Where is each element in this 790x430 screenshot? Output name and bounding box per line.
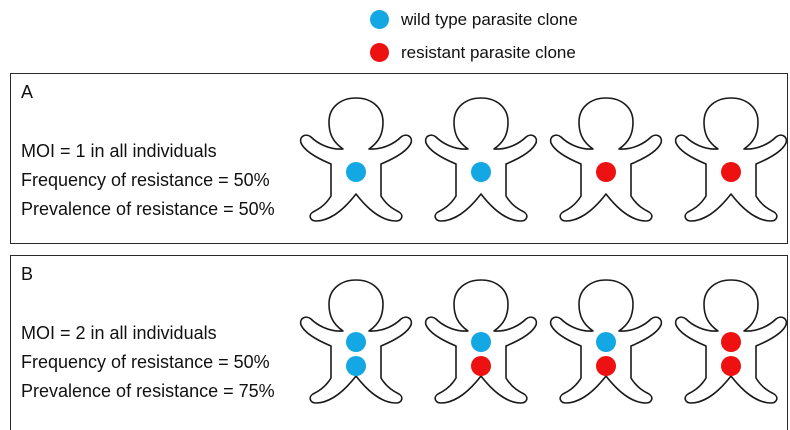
wild-type-clone-dot: [471, 332, 491, 352]
wild-type-dot-icon: [370, 10, 389, 29]
wild-type-clone-dot: [346, 332, 366, 352]
panel-stats: MOI = 1 in all individuals Frequency of …: [21, 137, 275, 224]
person-figure: [549, 94, 663, 224]
person-figure: [299, 276, 413, 406]
person-outline-icon: [549, 97, 663, 222]
frequency-line: Frequency of resistance = 50%: [21, 352, 270, 372]
person-figure: [424, 276, 538, 406]
panel-a: A MOI = 1 in all individuals Frequency o…: [10, 73, 788, 244]
resistant-clone-dot: [596, 356, 616, 376]
wild-type-clone-dot: [346, 162, 366, 182]
resistant-clone-dot: [471, 356, 491, 376]
prevalence-line: Prevalence of resistance = 75%: [21, 381, 275, 401]
legend-item-resistant: resistant parasite clone: [370, 39, 578, 66]
person-figure: [674, 94, 788, 224]
wild-type-clone-dot: [471, 162, 491, 182]
wild-type-clone-dot: [346, 356, 366, 376]
legend: wild type parasite clone resistant paras…: [370, 6, 578, 72]
person-figure: [424, 94, 538, 224]
panel-b: B MOI = 2 in all individuals Frequency o…: [10, 255, 788, 430]
panel-letter: B: [21, 264, 34, 284]
resistant-dot-icon: [370, 43, 389, 62]
panel-letter: A: [21, 82, 34, 102]
person-outline-icon: [299, 97, 413, 222]
resistant-clone-dot: [721, 356, 741, 376]
wild-type-clone-dot: [596, 332, 616, 352]
moi-line: MOI = 1 in all individuals: [21, 141, 217, 161]
person-outline-icon: [674, 97, 788, 222]
legend-label: wild type parasite clone: [401, 9, 578, 29]
person-figure: [674, 276, 788, 406]
legend-label: resistant parasite clone: [401, 42, 576, 62]
person-figure: [299, 94, 413, 224]
resistant-clone-dot: [721, 332, 741, 352]
frequency-line: Frequency of resistance = 50%: [21, 170, 270, 190]
moi-line: MOI = 2 in all individuals: [21, 323, 217, 343]
resistant-clone-dot: [721, 162, 741, 182]
person-figure: [549, 276, 663, 406]
panel-stats: MOI = 2 in all individuals Frequency of …: [21, 319, 275, 406]
person-outline-icon: [424, 97, 538, 222]
prevalence-line: Prevalence of resistance = 50%: [21, 199, 275, 219]
legend-item-wild-type: wild type parasite clone: [370, 6, 578, 33]
resistant-clone-dot: [596, 162, 616, 182]
